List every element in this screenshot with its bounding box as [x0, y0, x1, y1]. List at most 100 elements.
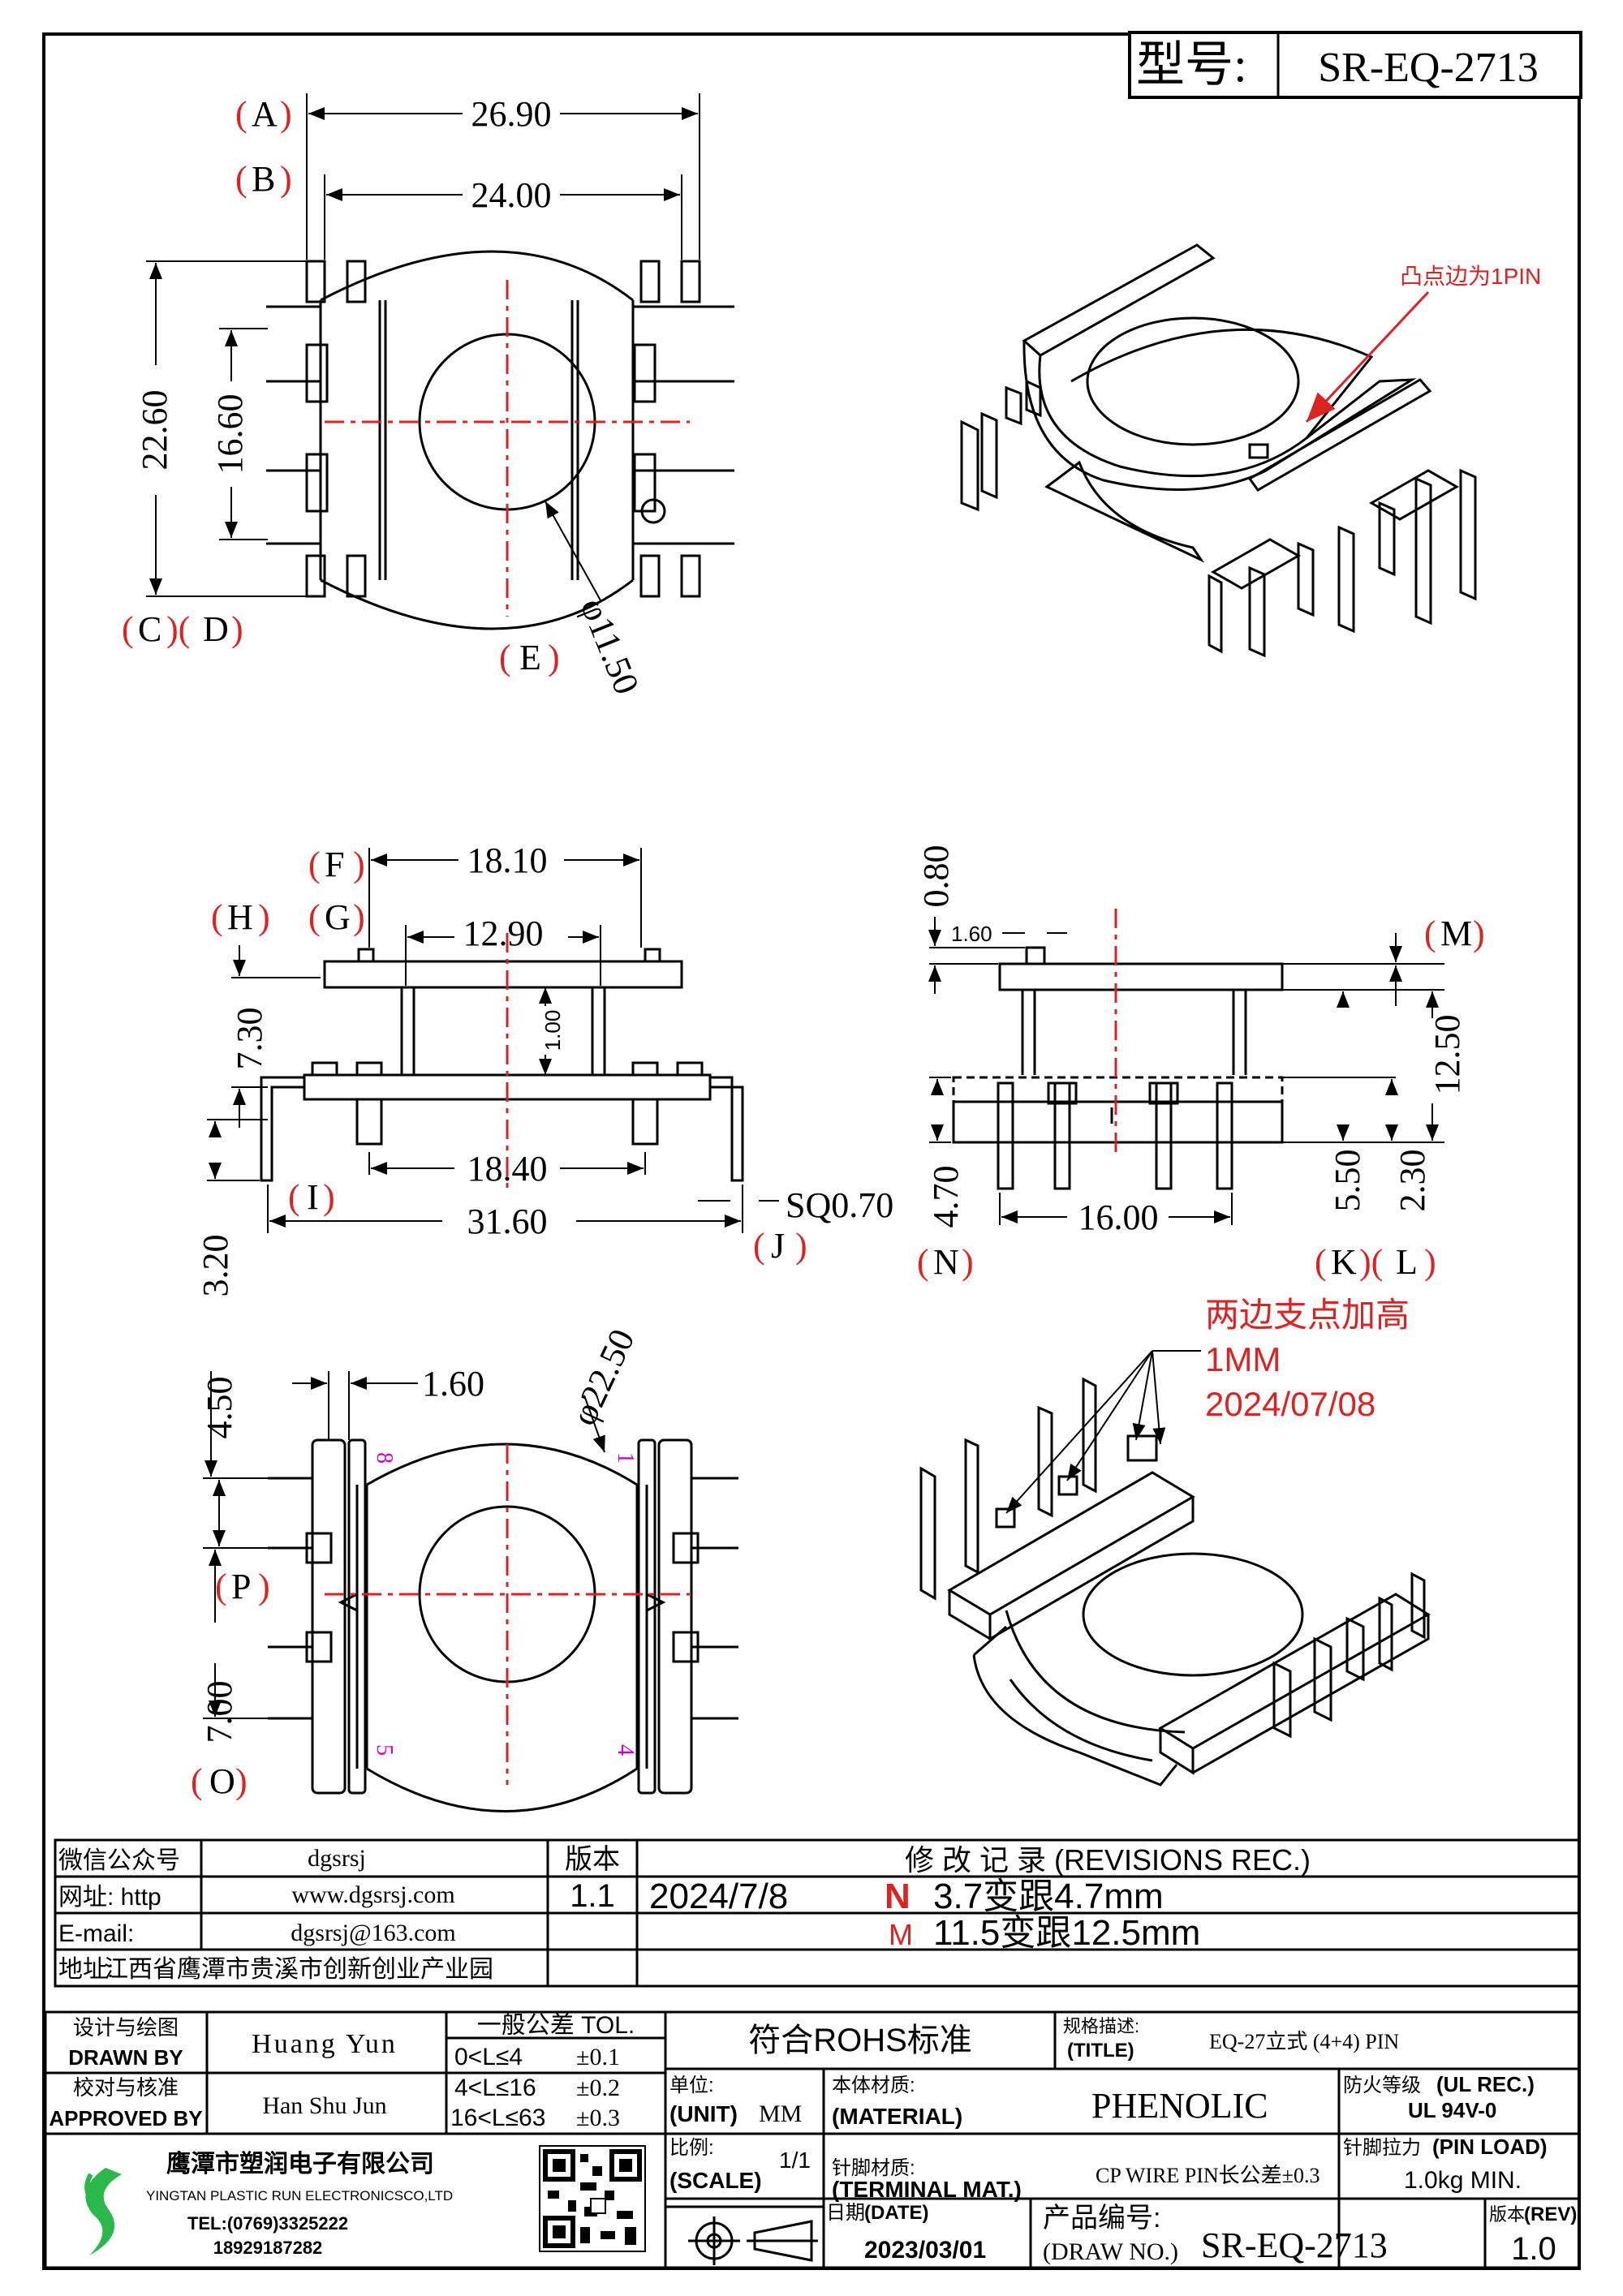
- scale-val: 1/1: [779, 2148, 811, 2173]
- label-g: G: [325, 897, 351, 937]
- svg-text:): ): [231, 609, 243, 649]
- dim-e-dia: φ11.50: [573, 592, 647, 699]
- dim-i: 31.60: [467, 1202, 548, 1241]
- svg-text:): ): [323, 1177, 335, 1217]
- top-view-dim-text: 26.90 24.00 22.60 16.60 φ11.50: [135, 94, 647, 700]
- dim-w: 1.60: [951, 922, 992, 946]
- company-logo-icon: [85, 2168, 122, 2255]
- load-cn: 针脚拉力: [1343, 2137, 1421, 2159]
- svg-text:): ): [1424, 1242, 1436, 1282]
- side-view-labels: (M) (N) (K)(L): [917, 914, 1485, 1282]
- svg-text:(: (: [753, 1226, 765, 1266]
- side-view-dim-text: 0.80 1.60 12.50 4.70 16.00 5.50 2.30: [916, 845, 1467, 1238]
- model-box: 型号: SR-EQ-2713: [1128, 31, 1582, 99]
- pin1-note: 凸点边为1PIN: [1305, 264, 1541, 424]
- version-label: 版本: [565, 1844, 620, 1875]
- svg-text:(: (: [1424, 914, 1436, 953]
- svg-text:): ): [548, 638, 560, 677]
- projection-symbol: [688, 2216, 818, 2265]
- revision-version: 1.1: [570, 1878, 615, 1914]
- term-val: CP WIRE PIN长公差±0.3: [1096, 2164, 1319, 2187]
- dim-m: 12.50: [1427, 1015, 1467, 1095]
- email-value: dgsrsj@163.com: [291, 1920, 455, 1946]
- side-view: [952, 946, 1284, 1190]
- ul-cn: 防火等级: [1343, 2075, 1421, 2096]
- label-k: K: [1331, 1242, 1357, 1282]
- pin-4: 4: [613, 1744, 638, 1756]
- svg-text:(: (: [235, 94, 248, 134]
- svg-text:): ): [353, 845, 365, 884]
- company-name-en: YINGTAN PLASTIC RUN ELECTRONICSCO,LTD: [146, 2188, 453, 2204]
- addr-value: 江西省鹰潭市贵溪市创新创业产业园: [104, 1956, 493, 1983]
- drawno-val: SR-EQ-2713: [1201, 2225, 1388, 2265]
- pin-1: 1: [613, 1452, 638, 1464]
- label-d: D: [203, 609, 229, 649]
- iso-view-top: [960, 243, 1477, 658]
- wechat-label: 微信公众号: [58, 1847, 180, 1874]
- info-table-text: 微信公众号 dgsrsj 网址: http www.dgsrsj.com E-m…: [58, 1843, 1311, 1983]
- dim-o: 7.00: [200, 1681, 239, 1743]
- dim-j: SQ0.70: [786, 1185, 893, 1225]
- company-name-cn: 鹰潭市塑润电子有限公司: [166, 2150, 434, 2178]
- svg-text:(: (: [211, 897, 223, 937]
- tol-range-2: 4<L≤16: [454, 2075, 536, 2101]
- front-view-dims: [207, 848, 779, 1233]
- company-block: 鹰潭市塑润电子有限公司 YINGTAN PLASTIC RUN ELECTRON…: [84, 2150, 453, 2258]
- svg-text:(: (: [288, 1177, 300, 1217]
- bottom-view: [268, 1438, 738, 1812]
- tol-title: 一般公差 TOL.: [477, 2012, 635, 2039]
- front-view-labels: (F) (G) (H) (I) (J): [211, 845, 807, 1266]
- raise-note-line3: 2024/07/08: [1205, 1385, 1375, 1423]
- iso-view-bottom: [919, 1377, 1431, 1786]
- label-a: A: [252, 94, 278, 134]
- top-view-centerlines: [325, 280, 690, 617]
- scale-en: (SCALE): [669, 2168, 762, 2193]
- revision-2-text: 11.5变跟12.5mm: [933, 1913, 1200, 1953]
- bottom-view-labels: (P) (O): [191, 1567, 270, 1801]
- title-val: EQ-27立式 (4+4) PIN: [1209, 2030, 1399, 2053]
- dim-top: 0.80: [916, 845, 956, 908]
- label-j: J: [771, 1226, 785, 1266]
- ul-val: UL 94V-0: [1408, 2098, 1496, 2122]
- dim-span: 16.00: [1078, 1197, 1159, 1237]
- label-m: M: [1440, 914, 1472, 953]
- svg-text:)(: )(: [166, 609, 190, 649]
- label-h: H: [227, 897, 253, 937]
- ul-en: (UL REC.): [1436, 2072, 1535, 2096]
- revisions-title: 修 改 记 录 (REVISIONS REC.): [905, 1843, 1311, 1877]
- label-b: B: [252, 159, 275, 199]
- dim-h: 7.30: [230, 1008, 269, 1070]
- email-label: E-mail:: [58, 1920, 134, 1947]
- svg-text:(: (: [308, 897, 321, 937]
- revision-1-text: 3.7变跟4.7mm: [933, 1877, 1164, 1916]
- company-mobile: 18929187282: [213, 2238, 323, 2258]
- dim-bottom: 18.40: [467, 1149, 548, 1189]
- bottom-view-dims: [203, 1371, 605, 1719]
- label-i: I: [307, 1177, 319, 1217]
- tol-val-3: ±0.3: [576, 2105, 620, 2131]
- approved-name: Han Shu Jun: [262, 2092, 386, 2119]
- wechat-value: dgsrsj: [308, 1845, 366, 1872]
- dim-pin: 3.20: [196, 1235, 235, 1297]
- svg-text:(: (: [499, 638, 511, 677]
- svg-text:(: (: [308, 845, 321, 884]
- svg-text:): ): [258, 897, 270, 937]
- label-n: N: [933, 1242, 959, 1282]
- scale-cn: 比例:: [669, 2137, 714, 2159]
- pin-5: 5: [372, 1744, 397, 1756]
- tol-range-3: 16<L≤63: [450, 2105, 545, 2131]
- label-e: E: [519, 638, 541, 677]
- svg-text:): ): [280, 159, 292, 199]
- svg-text:): ): [258, 1567, 270, 1606]
- title-block-text: 设计与绘图 DRAWN BY Huang Yun 校对与核准 APPROVED …: [49, 2012, 1577, 2267]
- front-view: [260, 948, 744, 1182]
- revision-date: 2024/7/8: [649, 1877, 788, 1916]
- term-cn: 针脚材质:: [832, 2157, 915, 2179]
- mat-en: (MATERIAL): [832, 2104, 962, 2129]
- dim-inner: 1.00: [540, 1010, 565, 1051]
- rohs: 符合ROHS标准: [748, 2023, 972, 2058]
- label-l: L: [1396, 1242, 1418, 1282]
- svg-text:(: (: [1315, 1242, 1327, 1282]
- svg-text:(: (: [122, 609, 134, 649]
- svg-text:): ): [962, 1242, 974, 1282]
